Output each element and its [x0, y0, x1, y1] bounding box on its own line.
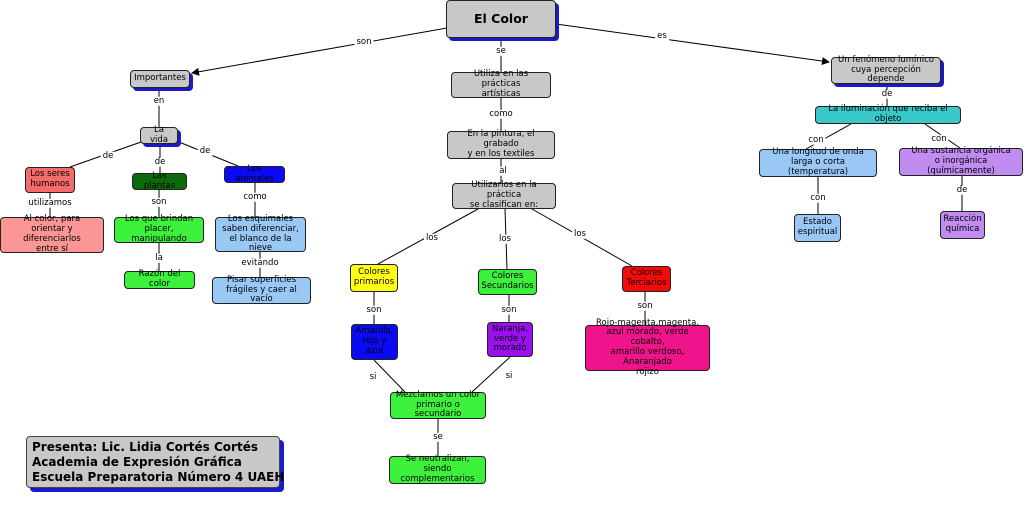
link-label-la: la: [153, 252, 165, 263]
credits-academy: Academia de Expresión Gráfica: [32, 455, 242, 469]
node-sustancia[interactable]: Una sustancia orgánica o inorgánica (quí…: [899, 146, 1023, 176]
node-animales[interactable]: Los animales: [224, 164, 285, 183]
link-label-como-animales: como: [241, 191, 269, 202]
link-label-son-terciarios: son: [635, 300, 655, 311]
node-brindan-placer[interactable]: Los que brindan placer, manipulando: [114, 214, 204, 244]
link-label-son-plantas: son: [149, 196, 169, 207]
link-label-se-mezcla: se: [431, 431, 445, 442]
link-label-con-right: con: [929, 133, 949, 144]
node-amarillo-rojo-azul[interactable]: Amarillo, rojo y azul: [351, 324, 398, 360]
node-razon-color[interactable]: Razón del color: [124, 269, 195, 289]
link-label-los-terciarios: los: [572, 228, 588, 239]
node-naranja-verde-morado[interactable]: Naranja, verde y morado: [487, 322, 533, 357]
link-label-los-primarios: los: [424, 232, 440, 243]
link-label-al: al: [497, 165, 509, 176]
connector-color-fenomeno: [555, 23, 830, 65]
node-el-color[interactable]: El Color: [446, 0, 556, 38]
node-importantes[interactable]: Importantes: [130, 70, 190, 88]
credits-presenter: Presenta: Lic. Lidia Cortés Cortés: [32, 440, 258, 454]
connector-naranja-mezclamos: [471, 356, 511, 393]
link-label-como-practicas: como: [487, 108, 515, 119]
node-utilizarlos[interactable]: Utilizarlos en la práctica se clasifican…: [452, 180, 556, 210]
link-label-en: en: [151, 95, 167, 106]
node-terciarios[interactable]: Colores Terciarios: [622, 266, 671, 292]
node-primarios[interactable]: Colores primarios: [350, 264, 398, 292]
link-label-con-longitud: con: [808, 192, 828, 203]
node-secundarios[interactable]: Colores Secundarios: [478, 269, 537, 295]
link-label-son-importantes: son: [354, 36, 374, 47]
node-pintura[interactable]: En la pintura, el grabado y en los texti…: [447, 129, 555, 159]
node-fenomeno[interactable]: Un fenómeno lumínico cuya percepción dep…: [831, 55, 941, 84]
node-plantas[interactable]: Las plantas: [132, 171, 187, 190]
node-mezclamos[interactable]: Mezclamos un color primario o secundario: [390, 390, 486, 419]
link-label-si-left: si: [367, 371, 379, 382]
link-label-si-right: si: [503, 370, 515, 381]
link-label-los-secundarios: los: [497, 233, 513, 244]
link-label-se: se: [494, 45, 508, 56]
node-seres-humanos[interactable]: Los seres humanos: [25, 167, 75, 193]
link-label-de-humanos: de: [100, 150, 116, 161]
link-label-es: es: [655, 30, 669, 41]
link-label-evitando: evitando: [239, 257, 281, 268]
connector-iluminacion-longitud: [805, 123, 852, 150]
link-label-de-animales: de: [197, 145, 213, 156]
connector-color-importantes: [191, 27, 448, 76]
connector-amarillo-mezclamos: [373, 359, 406, 393]
credits-box: Presenta: Lic. Lidia Cortés Cortés Acade…: [26, 436, 285, 488]
node-reaccion-quimica[interactable]: Reacción química: [940, 211, 985, 239]
link-label-de-sustancia: de: [954, 184, 970, 195]
node-neutralizan[interactable]: Se neutralizan, siendo complementarios: [389, 454, 486, 484]
node-la-vida[interactable]: La vida: [140, 125, 178, 144]
link-label-utilizamos: utilizamos: [26, 197, 74, 208]
node-longitud[interactable]: Una longitud de onda larga o corta (temp…: [759, 147, 877, 177]
node-practicas[interactable]: Utiliza en las prácticas artísticas: [451, 69, 551, 99]
credits-school: Escuela Preparatoria Número 4 UAEH: [32, 470, 285, 484]
link-label-de-plantas: de: [152, 156, 168, 167]
link-label-con-left: con: [806, 134, 826, 145]
link-label-de-fenomeno: de: [879, 88, 895, 99]
node-orientar[interactable]: Al color, para orientar y diferenciarlos…: [0, 215, 104, 254]
link-label-son-primarios: son: [364, 304, 384, 315]
node-esquimales[interactable]: Los esquimales saben diferenciar, el bla…: [215, 214, 306, 253]
node-pisar[interactable]: Pisar superficies frágiles y caer al vac…: [212, 275, 311, 304]
node-iluminacion[interactable]: La iluminación que reciba el objeto: [815, 104, 961, 124]
link-label-son-secundarios: son: [499, 304, 519, 315]
node-estado-espiritual[interactable]: Estado espiritual: [794, 214, 841, 242]
node-rojo-magenta[interactable]: Rojo-magenta,magenta, azul morado, verde…: [585, 318, 710, 376]
